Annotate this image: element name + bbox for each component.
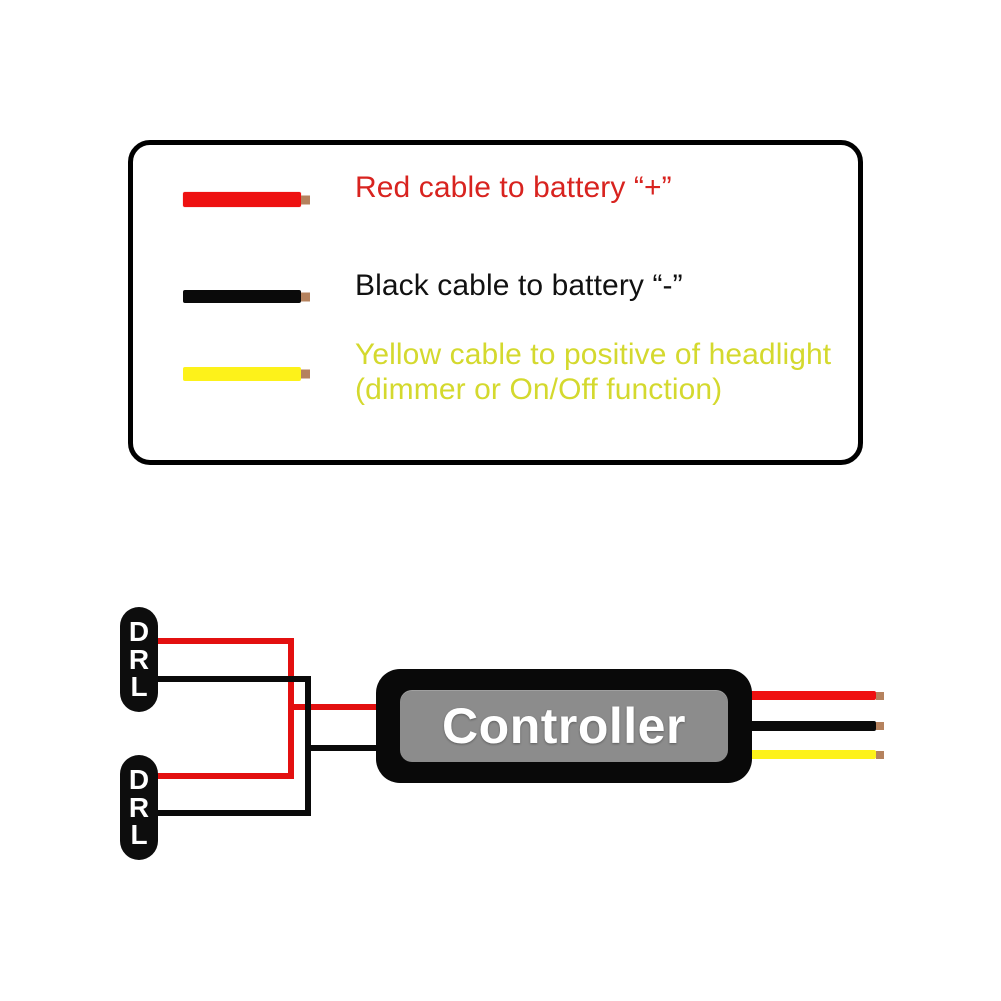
legend-label-red: Red cable to battery “+” [355, 171, 672, 204]
controller-label: Controller [442, 698, 686, 754]
drl-connector-top[interactable]: D R L [120, 607, 158, 712]
legend-label-black: Black cable to battery “-” [355, 269, 683, 302]
copper-tip-icon [301, 369, 310, 379]
legend-panel: Red cable to battery “+” Black cable to … [128, 140, 863, 465]
drl-letter: D [128, 763, 150, 795]
drl-letter: R [128, 791, 150, 823]
drl-letter: L [130, 819, 148, 851]
wire-black-bottom-branch [154, 810, 311, 816]
copper-tip-icon [876, 722, 884, 730]
black-output-lead [748, 721, 884, 731]
yellow-output-lead [748, 750, 884, 759]
copper-tip-icon [876, 750, 884, 759]
legend-label-yellow: Yellow cable to positive of headlight (d… [355, 337, 831, 408]
drl-letter: D [128, 615, 150, 647]
wire-red-bottom-branch [154, 773, 294, 779]
controller-faceplate: Controller [400, 690, 728, 762]
copper-tip-icon [301, 292, 310, 301]
yellow-wire-sample [183, 367, 310, 381]
controller-module[interactable]: Controller [376, 669, 752, 783]
wire-black-top-branch [154, 676, 311, 682]
drl-connector-bottom[interactable]: D R L [120, 755, 158, 860]
copper-tip-icon [301, 195, 310, 204]
legend-label-yellow-line2: (dimmer or On/Off function) [355, 373, 723, 407]
wire-red-top-branch [154, 638, 294, 644]
drl-letter: L [130, 671, 148, 703]
copper-tip-icon [876, 691, 884, 700]
wire-black-to-controller [305, 745, 385, 751]
legend-label-yellow-line1: Yellow cable to positive of headlight [355, 338, 832, 371]
red-wire-sample [183, 192, 310, 207]
black-wire-sample [183, 290, 310, 303]
red-output-lead [748, 691, 884, 700]
drl-letter: R [128, 643, 150, 675]
wire-red-to-controller [288, 704, 383, 710]
